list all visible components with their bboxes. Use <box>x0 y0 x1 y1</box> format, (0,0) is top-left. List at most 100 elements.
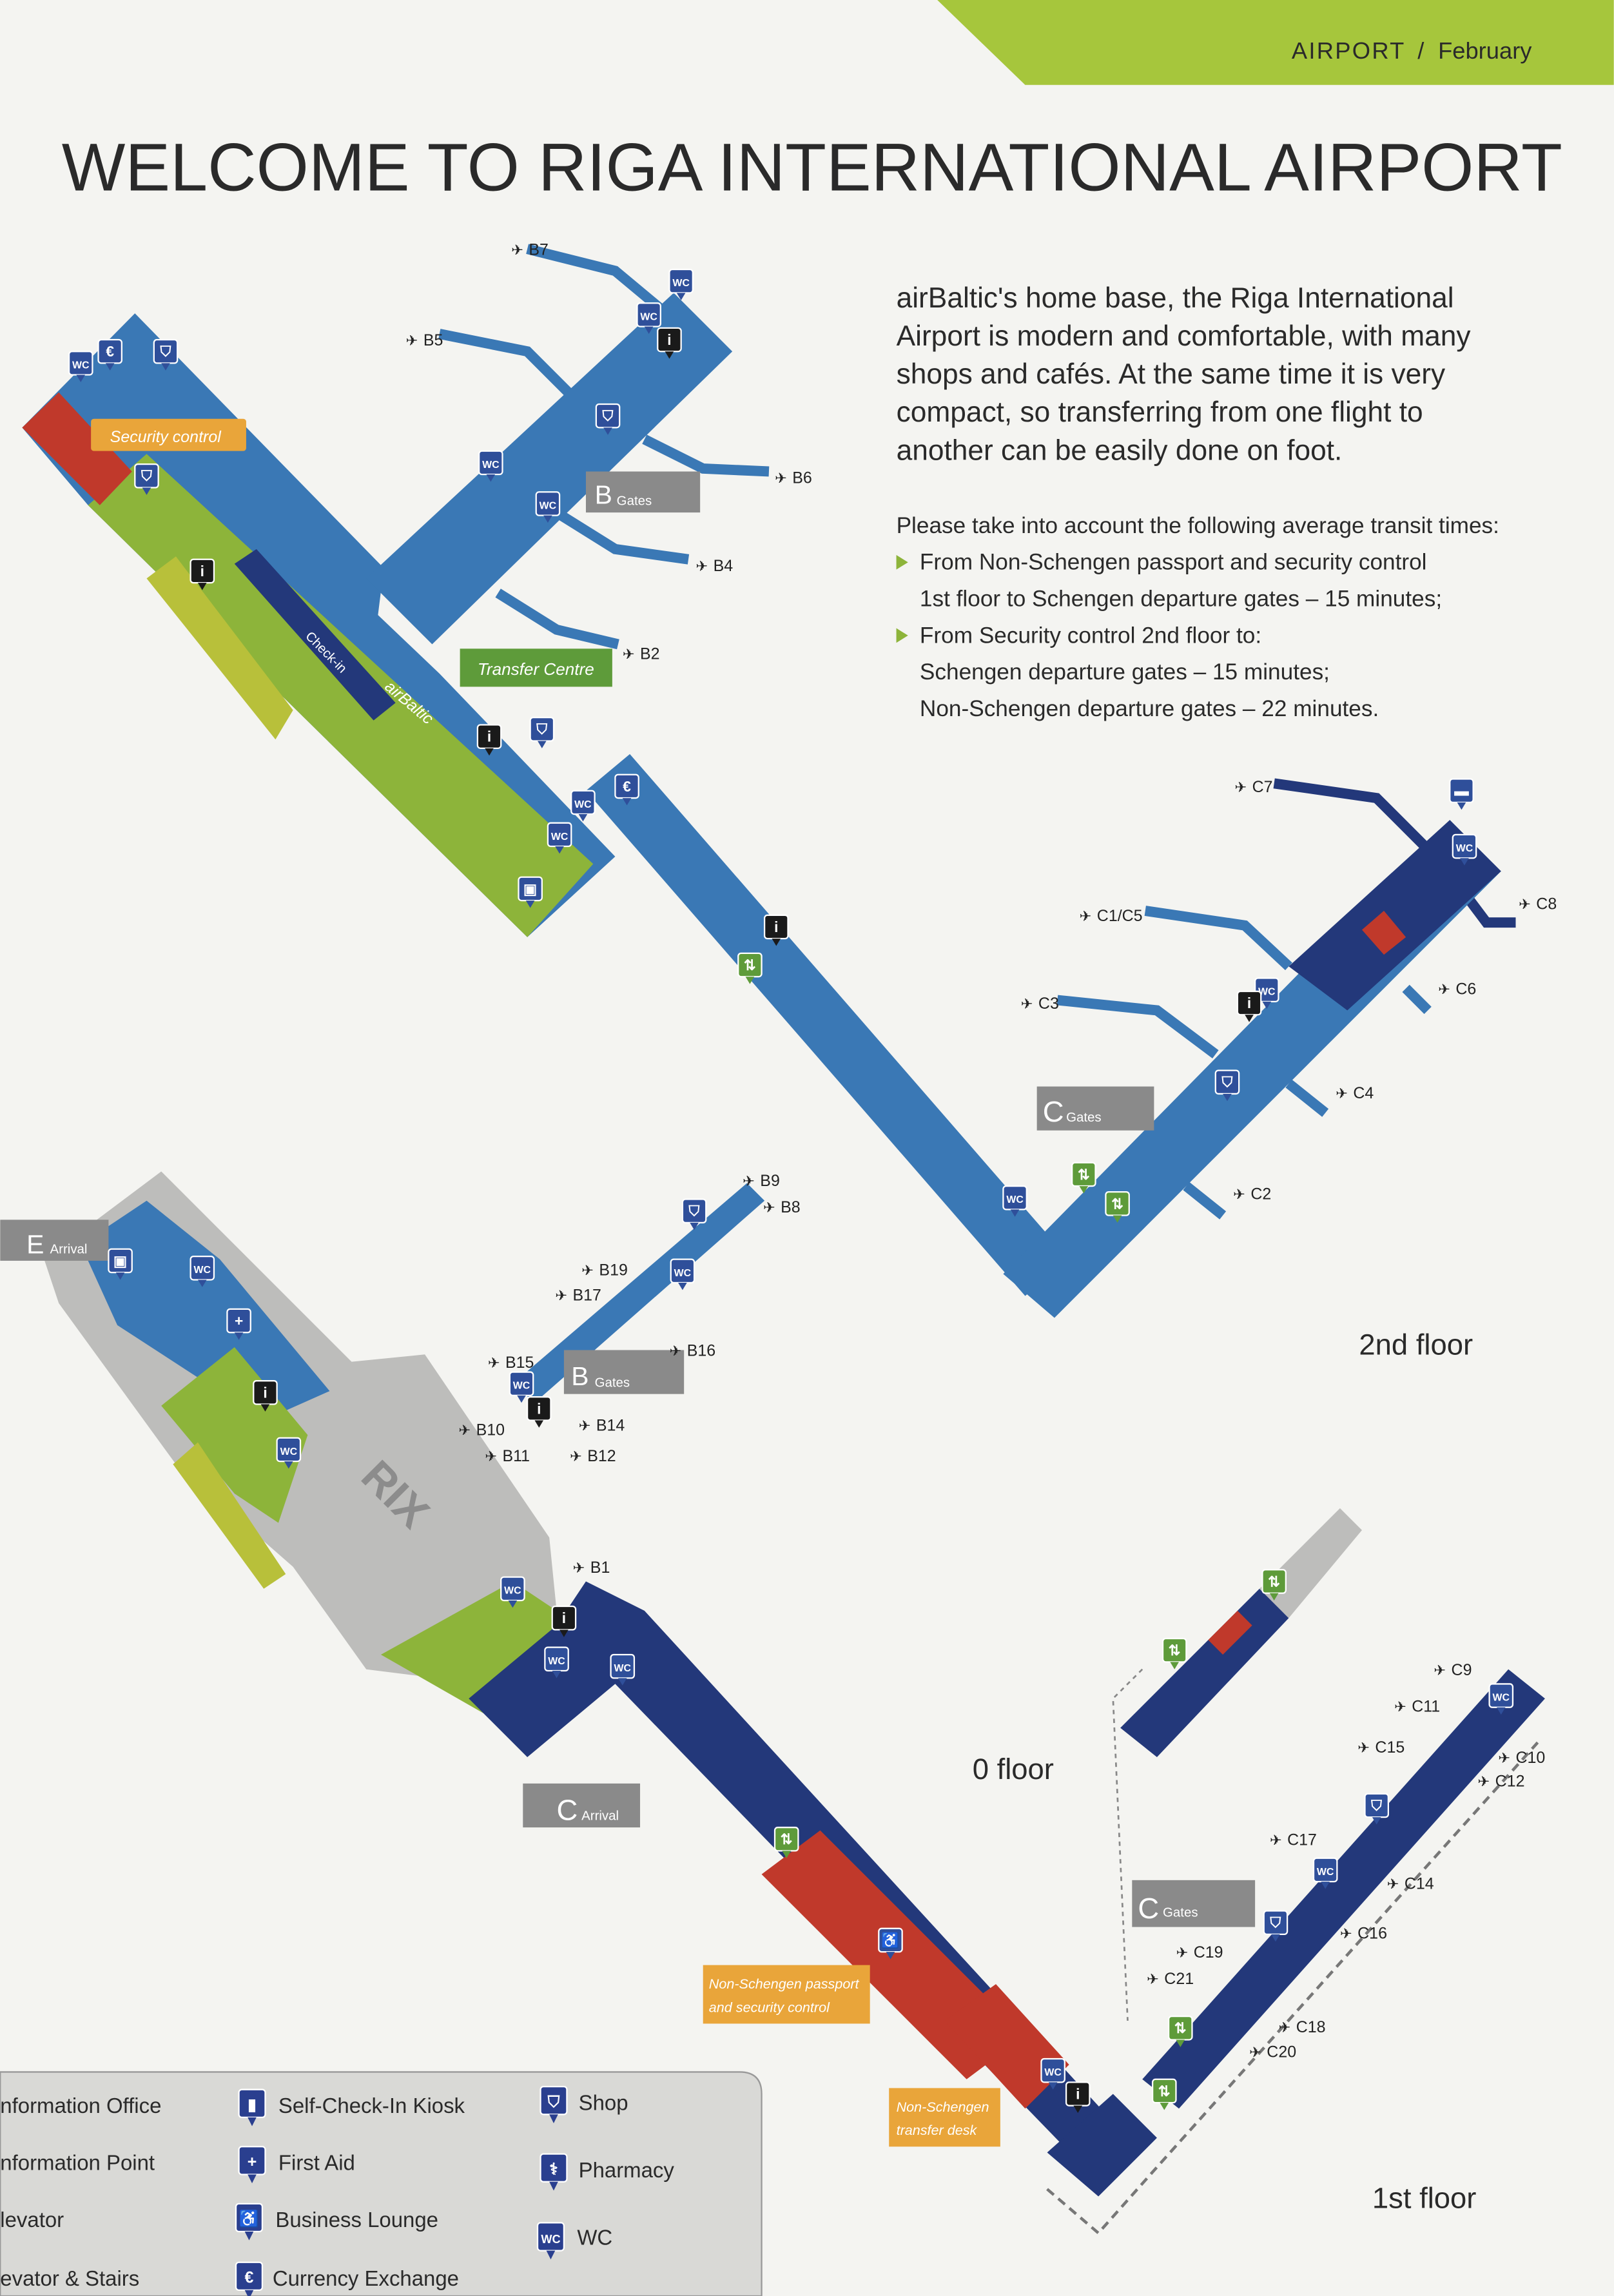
yellow-strip <box>146 556 293 740</box>
info-office-icon[interactable]: i <box>190 558 215 590</box>
lounge-icon[interactable]: ▬ <box>1449 778 1474 810</box>
c-arrival-callout[interactable]: C Arrival <box>523 1783 641 1828</box>
checkin-strip <box>234 549 396 721</box>
svg-text:WC: WC <box>541 2233 560 2246</box>
info-point-icon[interactable]: i <box>763 914 789 946</box>
svg-text:⚕: ⚕ <box>549 2160 558 2178</box>
wc-icon[interactable]: WC <box>570 790 596 822</box>
elevator-icon[interactable]: ⇅ <box>1151 2078 1177 2110</box>
gate-label: C11 <box>1412 1698 1440 1716</box>
kiosk-icon[interactable]: ▣ <box>518 876 543 908</box>
plane-icon: ✈ <box>1080 908 1092 924</box>
svg-text:€: € <box>623 778 631 795</box>
c-gates-callout-2f[interactable]: C Gates <box>1036 1086 1154 1131</box>
info-point-icon[interactable]: i <box>476 724 502 756</box>
svg-text:i: i <box>487 728 491 745</box>
elevator-stairs-icon[interactable]: ⇅ <box>1162 1637 1187 1669</box>
wc-icon[interactable]: WC <box>68 351 93 382</box>
svg-text:i: i <box>263 1384 267 1401</box>
gates-word: Gates <box>1163 1905 1198 1920</box>
b-gates-callout-2f[interactable]: B Gates <box>585 471 701 513</box>
header-separator: / <box>1417 37 1424 64</box>
b-gates-callout-1f[interactable]: B Gates <box>563 1350 685 1394</box>
non-schengen-transfer-callout: Non-Schengen transfer desk <box>889 2088 1000 2147</box>
elevator-stairs-icon[interactable]: ⇅ <box>737 952 763 984</box>
info-point-icon[interactable]: i <box>1065 2081 1091 2114</box>
wc-icon[interactable]: WC <box>1452 833 1477 866</box>
wc-icon[interactable]: WC <box>670 1258 695 1290</box>
shop-icon[interactable]: ⛉ <box>681 1198 707 1231</box>
shop-icon[interactable]: ⛉ <box>134 463 159 495</box>
info-point-icon[interactable]: i <box>657 327 682 359</box>
security-control-callout: Security control <box>91 418 246 451</box>
shop-icon[interactable]: ⛉ <box>529 716 555 748</box>
wc-icon[interactable]: WC <box>190 1255 215 1287</box>
svg-text:i: i <box>562 1610 566 1626</box>
gates-word: Gates <box>617 494 652 509</box>
elevator-icon[interactable]: ⇅ <box>1261 1569 1287 1600</box>
wc-icon: WC <box>536 2222 565 2260</box>
kiosk-icon: ▮ <box>238 2088 266 2126</box>
arrival-word: Arrival <box>581 1809 619 1824</box>
svg-text:i: i <box>537 1400 541 1417</box>
currency-icon[interactable]: € <box>614 773 639 806</box>
transfer-centre-label: Transfer Centre <box>478 659 594 679</box>
shop-icon[interactable]: ⛉ <box>1214 1069 1240 1102</box>
legend-label: Currency Exchange <box>273 2266 459 2290</box>
c-gates-callout-1f[interactable]: C Gates <box>1132 1880 1256 1927</box>
first-aid-icon[interactable]: + <box>226 1308 251 1340</box>
wc-icon[interactable]: WC <box>1488 1683 1514 1715</box>
elevator-icon[interactable]: ⇅ <box>773 1826 799 1858</box>
floor-0-label: 0 floor <box>973 1753 1054 1785</box>
gate-label: C9 <box>1452 1661 1472 1679</box>
wc-icon[interactable]: WC <box>500 1576 525 1608</box>
wc-icon[interactable]: WC <box>478 450 503 482</box>
lounge-icon[interactable]: ♿ <box>878 1927 903 1960</box>
info-point-icon[interactable]: i <box>526 1396 552 1428</box>
wc-icon[interactable]: WC <box>535 491 561 523</box>
gate-label: B12 <box>587 1447 616 1465</box>
elevator-icon[interactable]: ⇅ <box>1105 1191 1130 1223</box>
gate-label: C10 <box>1515 1749 1545 1767</box>
elevator-icon[interactable]: ⇅ <box>1167 2015 1193 2047</box>
wc-icon[interactable]: WC <box>1040 2058 1065 2090</box>
shop-icon[interactable]: ⛉ <box>153 338 179 371</box>
plane-icon: ✈ <box>1336 1085 1348 1102</box>
wc-icon[interactable]: WC <box>610 1653 636 1686</box>
wc-icon[interactable]: WC <box>1254 977 1279 1009</box>
svg-text:i: i <box>667 331 671 348</box>
wc-icon[interactable]: WC <box>276 1437 302 1469</box>
svg-text:⇅: ⇅ <box>744 957 756 973</box>
wc-icon[interactable]: WC <box>547 822 572 854</box>
wc-icon[interactable]: WC <box>544 1646 569 1678</box>
wc-icon[interactable]: WC <box>1312 1857 1338 1889</box>
shop-icon[interactable]: ⛉ <box>1263 1910 1288 1942</box>
currency-icon[interactable]: € <box>97 338 122 371</box>
plane-icon: ✈ <box>1434 1662 1446 1678</box>
gate-label: B10 <box>476 1421 505 1439</box>
kiosk-icon[interactable]: ▣ <box>108 1248 133 1280</box>
info-office-icon[interactable]: i <box>253 1380 278 1412</box>
shop-icon[interactable]: ⛉ <box>1364 1793 1389 1825</box>
shop-icon[interactable]: ⛉ <box>595 403 621 435</box>
info-point-icon[interactable]: i <box>551 1605 577 1637</box>
walkway-dotted <box>1112 1668 1143 2021</box>
plane-icon: ✈ <box>1394 1698 1406 1715</box>
gate-labels: B7✈B5✈B6✈B4✈B2✈C7✈C1/C5✈C8✈C3✈C6✈C4✈C2✈B… <box>406 240 1557 2061</box>
security-control-label: Security control <box>110 428 222 446</box>
wc-icon[interactable]: WC <box>509 1371 534 1403</box>
wc-icon[interactable]: WC <box>1002 1185 1027 1217</box>
svg-text:€: € <box>106 343 114 360</box>
wc-icon[interactable]: WC <box>668 268 694 300</box>
plane-icon: ✈ <box>695 558 708 574</box>
e-arrival-callout[interactable]: E Arrival <box>0 1220 109 1261</box>
svg-text:WC: WC <box>513 1381 530 1392</box>
gate-label: C3 <box>1038 995 1059 1013</box>
legend-label: levator <box>0 2208 64 2232</box>
b-pier-2f <box>366 293 733 645</box>
gate-label: C12 <box>1495 1772 1525 1790</box>
wc-icon[interactable]: WC <box>636 302 661 334</box>
arrival-word: Arrival <box>50 1242 88 1257</box>
info-point-icon[interactable]: i <box>1236 990 1262 1022</box>
elevator-icon[interactable]: ⇅ <box>1071 1162 1096 1194</box>
